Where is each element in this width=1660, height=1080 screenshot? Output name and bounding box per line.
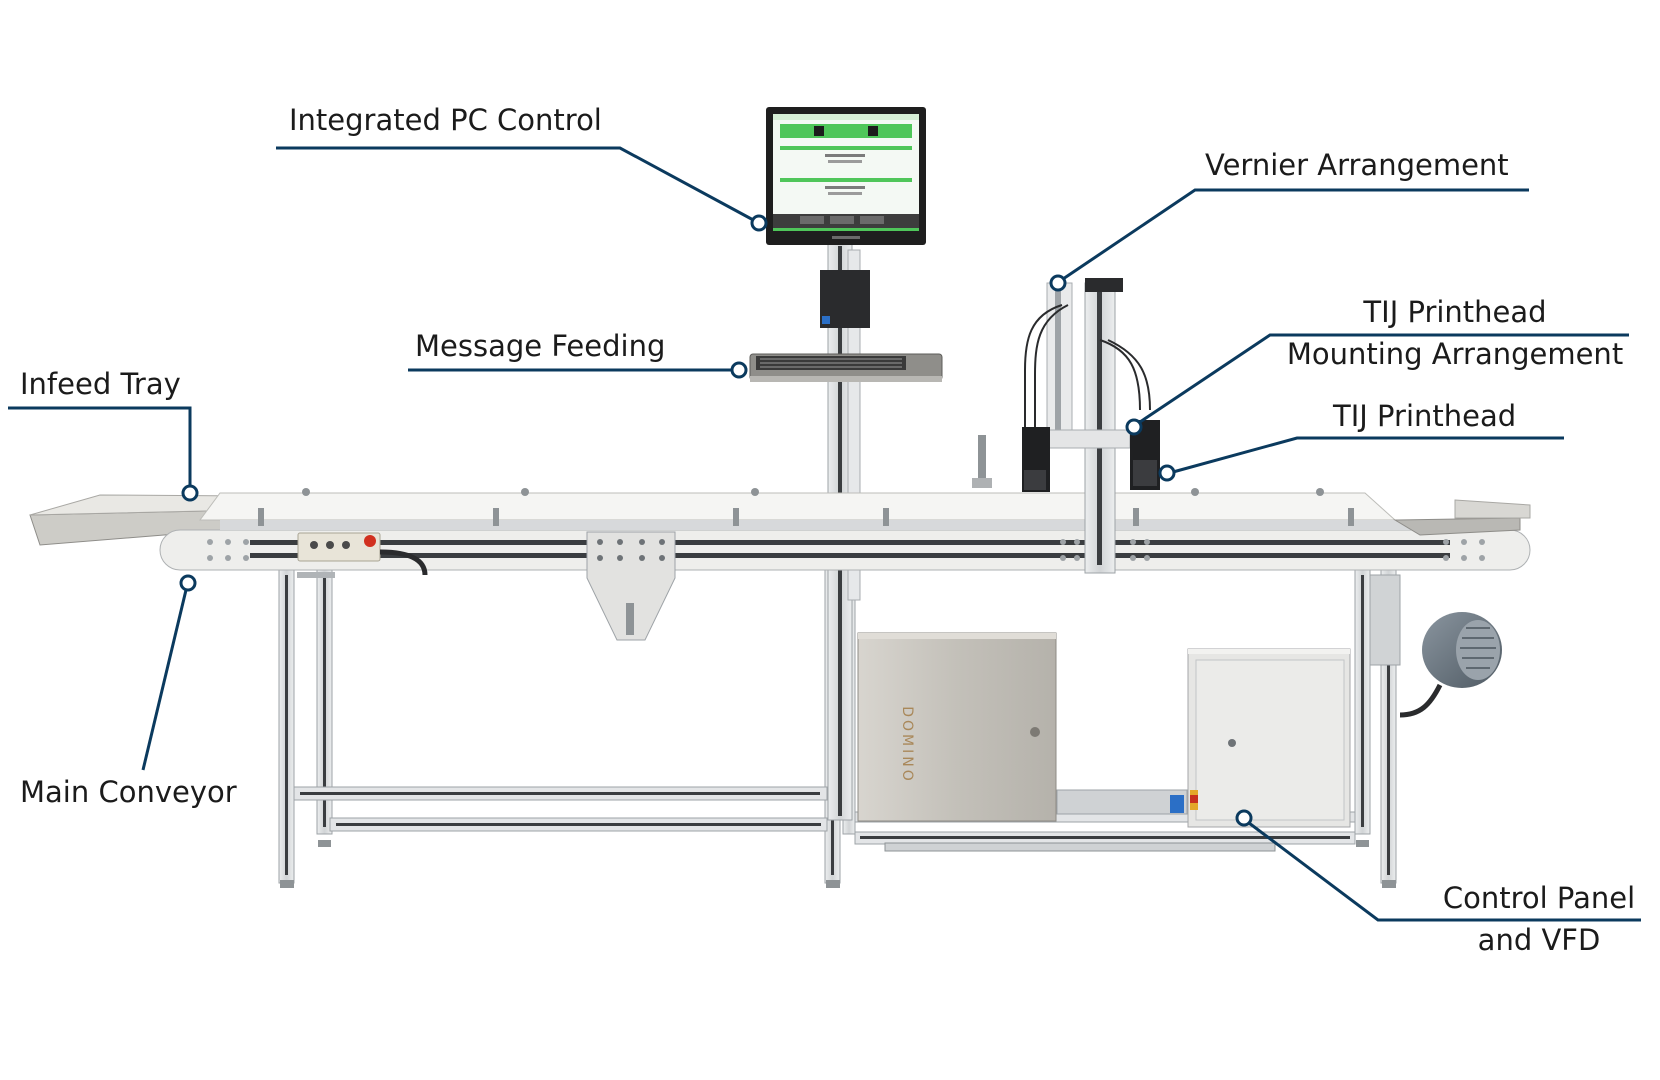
marker-message-feeding xyxy=(730,361,748,379)
leader-markers xyxy=(179,214,1253,827)
label-vernier-arrangement: Vernier Arrangement xyxy=(1205,148,1509,182)
marker-tij-mounting xyxy=(1125,418,1143,436)
marker-infeed-tray xyxy=(181,484,199,502)
leader-lines xyxy=(8,146,1641,922)
label-control-panel-line2: and VFD xyxy=(1477,923,1601,957)
label-tij-printhead: TIJ Printhead xyxy=(1333,399,1517,433)
pc-monitor xyxy=(766,107,926,245)
label-integrated-pc-control: Integrated PC Control xyxy=(289,103,602,137)
operator-pushbutton-box xyxy=(297,532,428,576)
label-tij-mounting-line1: TIJ Printhead xyxy=(1363,295,1547,329)
drive-motor xyxy=(1369,574,1502,718)
cable-tray xyxy=(884,842,1276,852)
vernier-gantry xyxy=(972,278,1160,574)
keyboard-tray xyxy=(749,353,943,382)
control-panel-cabinet xyxy=(1056,648,1351,828)
label-control-panel-line1: Control Panel xyxy=(1442,881,1636,915)
main-conveyor xyxy=(29,488,1531,571)
leader-control-panel xyxy=(1248,821,1641,922)
leader-infeed-tray xyxy=(8,406,192,488)
leader-main-conveyor xyxy=(141,589,188,771)
stainless-enclosure: DOMINO xyxy=(857,632,1057,822)
leader-tij-mounting xyxy=(1139,333,1629,424)
marker-control-panel xyxy=(1235,809,1253,827)
label-tij-mounting-arrangement: TIJ Printhead Mounting Arrangement xyxy=(1270,294,1640,372)
center-bracket xyxy=(586,531,676,641)
enclosure-brand: DOMINO xyxy=(899,706,915,784)
label-tij-mounting-line2: Mounting Arrangement xyxy=(1286,337,1624,371)
label-control-panel-vfd: Control Panel and VFD xyxy=(1430,880,1648,958)
leader-tij-printhead xyxy=(1172,436,1564,474)
marker-vernier xyxy=(1049,274,1067,292)
label-message-feeding: Message Feeding xyxy=(415,329,666,363)
label-main-conveyor: Main Conveyor xyxy=(20,775,237,809)
marker-main-conveyor xyxy=(179,574,197,592)
leader-pc-control xyxy=(276,146,758,224)
marker-tij-printhead xyxy=(1158,464,1176,482)
marker-pc-control xyxy=(750,214,768,232)
label-infeed-tray: Infeed Tray xyxy=(20,367,181,401)
leader-vernier xyxy=(1059,188,1529,283)
